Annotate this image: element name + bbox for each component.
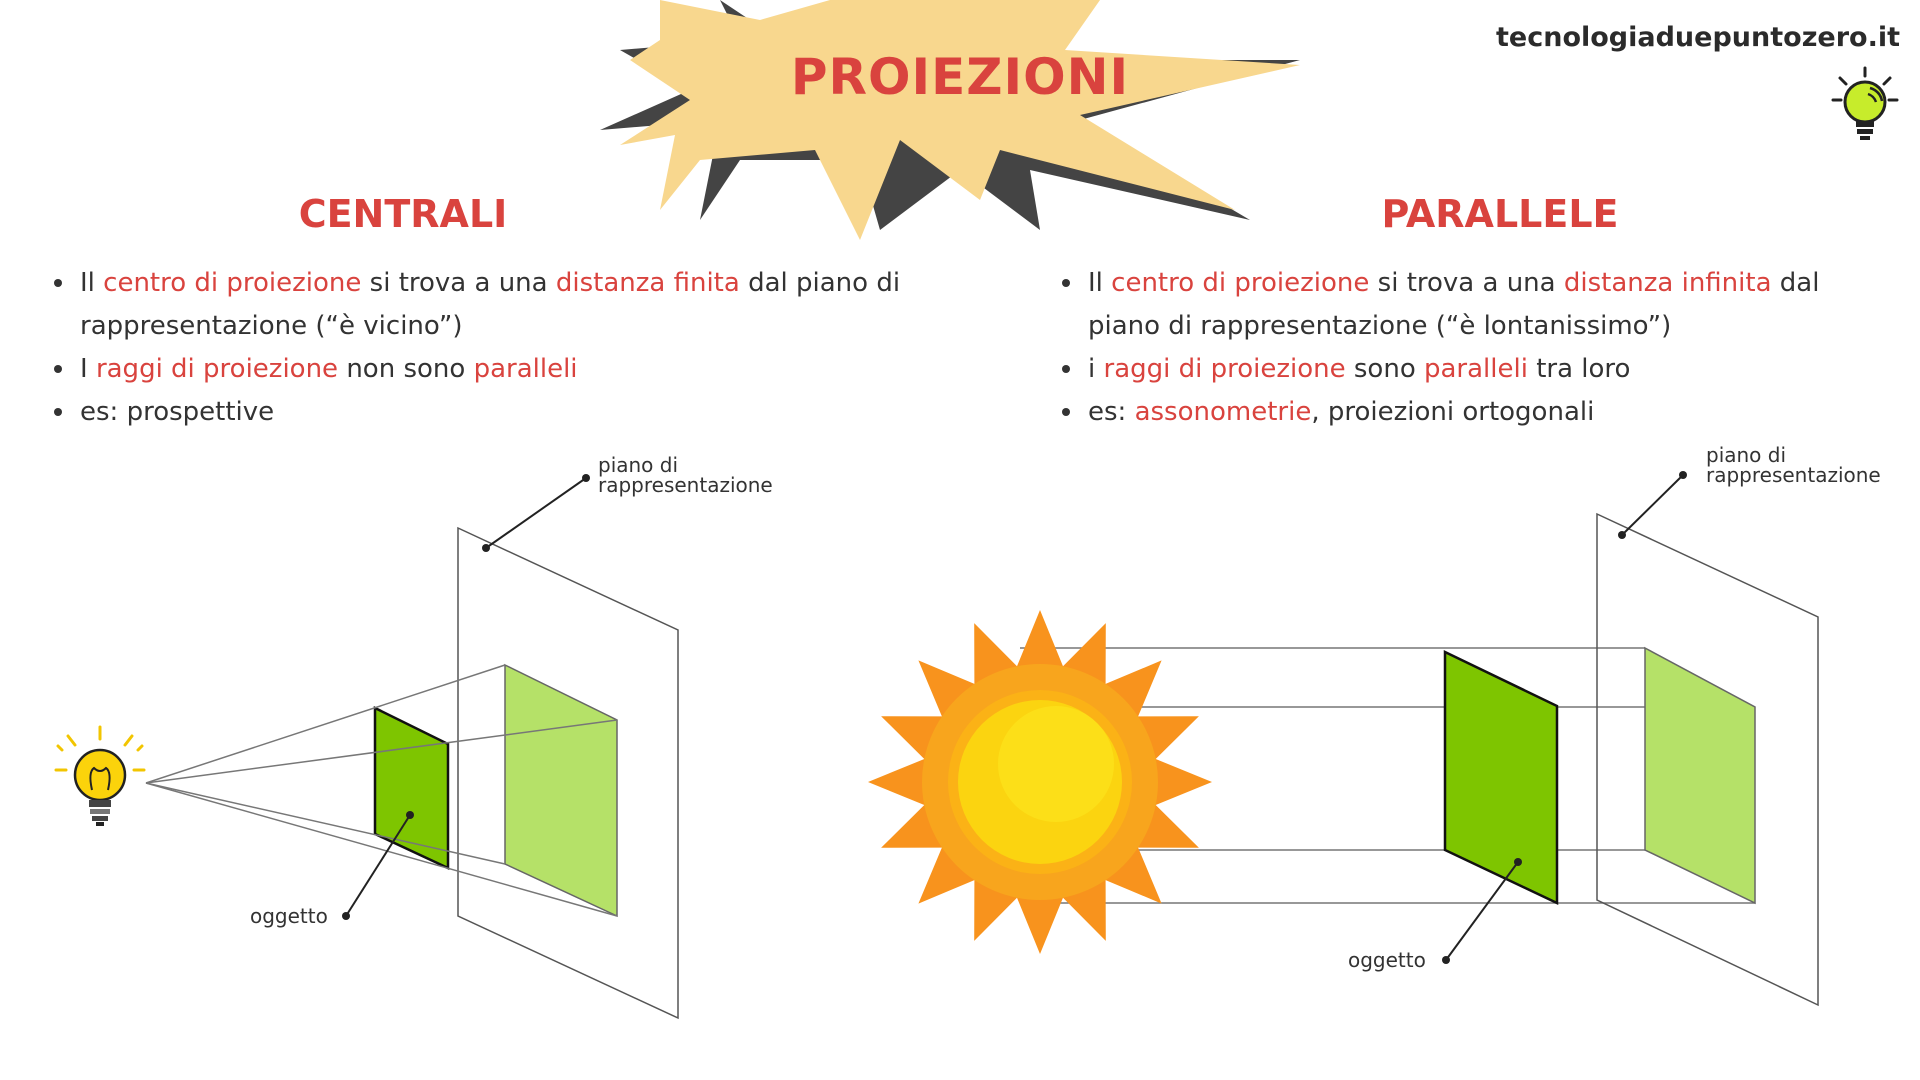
highlight: centro di proiezione — [103, 268, 362, 298]
text: dal piano di rappresentazione (“è lontan… — [1088, 268, 1820, 341]
text: , proiezioni ortogonali — [1311, 397, 1595, 427]
parallele-label-oggetto: oggetto — [1348, 948, 1426, 972]
highlight: distanza finita — [555, 268, 740, 298]
text: dal piano di rappresentazione (“è vicino… — [80, 268, 901, 341]
piano-pointer — [485, 477, 587, 549]
oggetto-pointer — [345, 814, 411, 917]
text: Il — [80, 268, 104, 298]
highlight: centro di proiezione — [1111, 268, 1370, 298]
piano-pointer — [1621, 474, 1684, 536]
site-name: tecnologiaduepuntozero.it — [1496, 22, 1900, 53]
text: I — [80, 354, 96, 384]
text: si trova a una — [1369, 268, 1564, 298]
parallele-label-piano: piano di rappresentazione — [1706, 443, 1881, 487]
centrali-bullet-1: Il centro di proiezione si trova a una d… — [54, 262, 954, 348]
text: i — [1088, 354, 1104, 384]
highlight: distanza infinita — [1563, 268, 1772, 298]
parallele-bullet-3: es: assonometrie, proiezioni ortogonali — [1062, 391, 1862, 434]
parallele-bullets: Il centro di proiezione si trova a una d… — [1062, 262, 1862, 434]
centrali-bullets: Il centro di proiezione si trova a una d… — [54, 262, 954, 434]
highlight: raggi di proiezione — [1103, 354, 1346, 384]
parallele-bullet-1: Il centro di proiezione si trova a una d… — [1062, 262, 1862, 348]
text: es: prospettive — [80, 397, 275, 427]
site-lightbulb-icon — [1831, 66, 1899, 140]
sun-icon — [868, 610, 1212, 954]
highlight: raggi di proiezione — [95, 354, 339, 384]
highlight: paralleli — [473, 354, 578, 384]
lightbulb-icon — [54, 725, 146, 826]
heading-parallele: PARALLELE — [1381, 192, 1619, 236]
centrali-bullet-3: es: prospettive — [54, 391, 954, 434]
text: non sono — [338, 354, 474, 384]
projection-rays — [145, 664, 618, 917]
highlight: assonometrie — [1134, 397, 1312, 427]
page-title: PROIEZIONI — [790, 48, 1130, 106]
text: es: — [1088, 397, 1135, 427]
projected-image — [1644, 646, 1756, 905]
object — [1443, 650, 1559, 905]
centrali-label-piano: piano di rappresentazione — [598, 453, 773, 497]
text: si trova a una — [361, 268, 556, 298]
parallele-bullet-2: i raggi di proiezione sono paralleli tra… — [1062, 348, 1862, 391]
text: tra loro — [1527, 354, 1631, 384]
oggetto-pointer — [1445, 861, 1519, 961]
centrali-label-oggetto: oggetto — [250, 904, 328, 928]
projection-plane — [457, 526, 679, 1020]
projection-plane — [1596, 512, 1819, 1007]
centrali-bullet-2: I raggi di proiezione non sono paralleli — [54, 348, 954, 391]
text: sono — [1345, 354, 1424, 384]
text: Il — [1088, 268, 1112, 298]
highlight: paralleli — [1424, 354, 1528, 384]
starburst — [620, 0, 1300, 240]
heading-centrali: CENTRALI — [298, 192, 508, 236]
